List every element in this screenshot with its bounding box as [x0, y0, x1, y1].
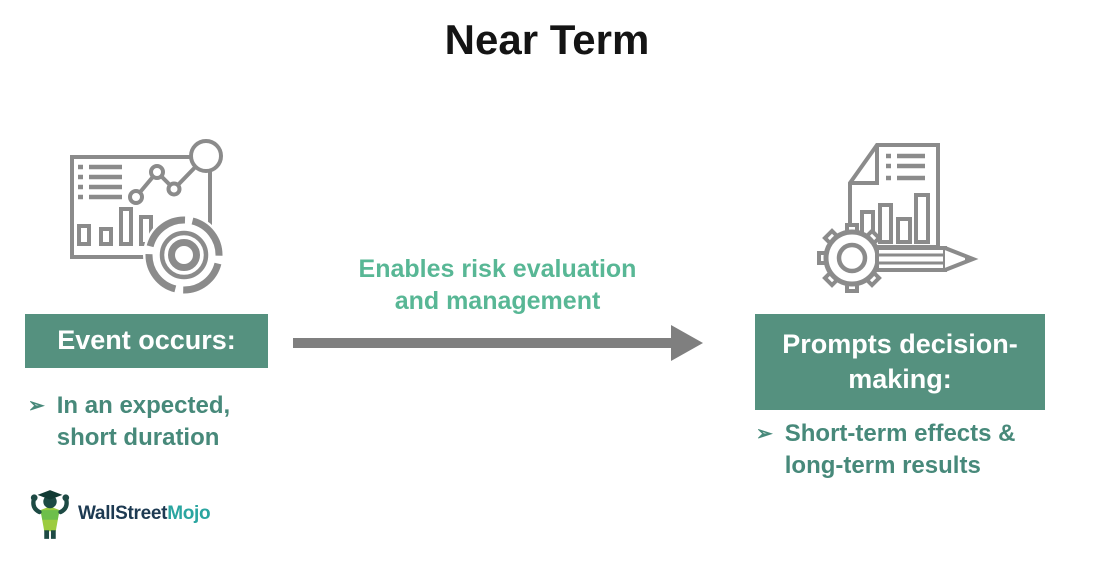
event-occurs-box: Event occurs:	[25, 314, 268, 368]
connector-label-line2: and management	[394, 286, 601, 315]
prompts-decision-label: Prompts decision- making:	[782, 327, 1018, 397]
prompts-decision-box: Prompts decision- making:	[755, 314, 1045, 410]
event-bullet-text: In an expected, short duration	[57, 390, 230, 454]
event-bullet-line2: short duration	[56, 423, 220, 451]
wallstreetmojo-mascot-icon	[30, 490, 70, 539]
decision-bullet-line2: long-term results	[784, 451, 981, 479]
decision-bullet-line1: Short-term effects &	[784, 420, 1016, 447]
event-bullet-item: ➢ In an expected, short duration	[28, 390, 298, 454]
page-title: Near Term	[444, 16, 650, 63]
decision-bullet-item: ➢ Short-term effects & long-term results	[756, 418, 1066, 482]
event-bullet-line1: In an expected,	[56, 392, 231, 419]
report-gear-pencil-icon	[817, 143, 979, 293]
connector-label: Enables risk evaluation and management	[310, 254, 685, 317]
arrowhead-bullet-icon: ➢	[28, 395, 45, 417]
brand-primary-text: WallStreet	[78, 503, 168, 524]
prompts-decision-line1: Prompts decision-	[782, 328, 1018, 359]
prompts-decision-line2: making:	[848, 364, 952, 394]
arrowhead-bullet-icon: ➢	[756, 423, 773, 445]
right-arrow-icon	[293, 325, 703, 361]
dashboard-analytics-icon	[70, 139, 225, 296]
wallstreetmojo-logo: WallStreetMojo	[28, 487, 211, 541]
event-occurs-label: Event occurs:	[57, 325, 236, 356]
decision-bullet-text: Short-term effects & long-term results	[785, 418, 1016, 482]
connector-label-line1: Enables risk evaluation	[358, 255, 637, 283]
wallstreetmojo-wordmark: WallStreetMojo	[78, 503, 211, 525]
brand-secondary-text: Mojo	[167, 503, 211, 524]
